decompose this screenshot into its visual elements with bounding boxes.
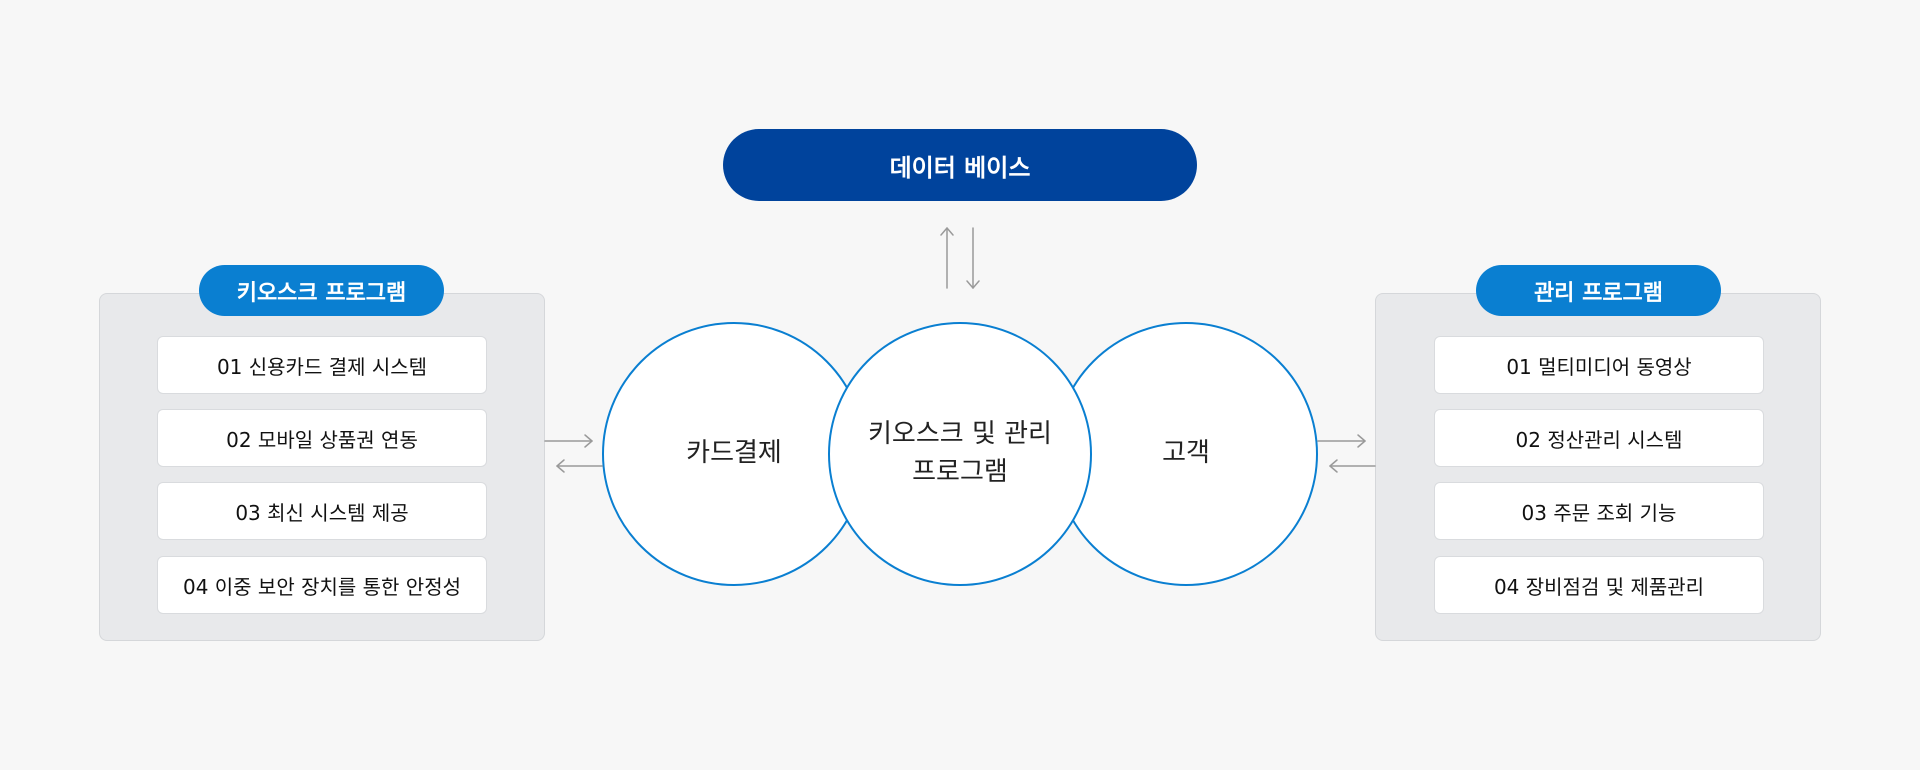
- left-in-arrow: [556, 459, 603, 473]
- admin-feature-item: 01 멀티미디어 동영상: [1434, 336, 1764, 394]
- right-in-arrow: [1329, 459, 1376, 473]
- kiosk-feature-text: 01 신용카드 결제 시스템: [216, 354, 428, 379]
- db-down-arrow: [966, 227, 980, 289]
- kiosk-program-title: 키오스크 프로그램: [199, 265, 444, 316]
- admin-feature-text: 01 멀티미디어 동영상: [1506, 354, 1692, 379]
- kiosk-admin-label-line2: 프로그램: [912, 457, 1008, 487]
- right-out-arrow: [1317, 434, 1366, 448]
- customer-circle: 고객: [1054, 322, 1318, 586]
- kiosk-program-title-text: 키오스크 프로그램: [236, 280, 407, 306]
- database-label: 데이터 베이스: [889, 153, 1031, 182]
- kiosk-feature-item: 04 이중 보안 장치를 통한 안정성: [157, 556, 487, 614]
- kiosk-admin-circle: 키오스크 및 관리 프로그램: [828, 322, 1092, 586]
- kiosk-feature-item: 03 최신 시스템 제공: [157, 482, 487, 540]
- left-out-arrow: [544, 434, 593, 448]
- db-up-arrow: [940, 227, 954, 289]
- admin-program-title: 관리 프로그램: [1476, 265, 1721, 316]
- kiosk-feature-text: 04 이중 보안 장치를 통한 안정성: [182, 574, 462, 599]
- database-node: 데이터 베이스: [723, 129, 1197, 201]
- kiosk-feature-item: 01 신용카드 결제 시스템: [157, 336, 487, 394]
- admin-feature-text: 02 정산관리 시스템: [1515, 427, 1683, 452]
- card-payment-circle: 카드결제: [602, 322, 866, 586]
- admin-feature-item: 04 장비점검 및 제품관리: [1434, 556, 1764, 614]
- kiosk-feature-text: 02 모바일 상품권 연동: [226, 427, 418, 452]
- card-payment-label: 카드결제: [686, 438, 782, 469]
- kiosk-admin-label-line1: 키오스크 및 관리: [868, 419, 1052, 450]
- admin-feature-text: 04 장비점검 및 제품관리: [1493, 574, 1705, 599]
- admin-feature-item: 03 주문 조회 기능: [1434, 482, 1764, 540]
- admin-feature-text: 03 주문 조회 기능: [1521, 500, 1677, 525]
- kiosk-feature-item: 02 모바일 상품권 연동: [157, 409, 487, 467]
- customer-label: 고객: [1162, 438, 1210, 469]
- admin-program-title-text: 관리 프로그램: [1533, 280, 1664, 306]
- admin-feature-item: 02 정산관리 시스템: [1434, 409, 1764, 467]
- kiosk-feature-text: 03 최신 시스템 제공: [235, 500, 409, 525]
